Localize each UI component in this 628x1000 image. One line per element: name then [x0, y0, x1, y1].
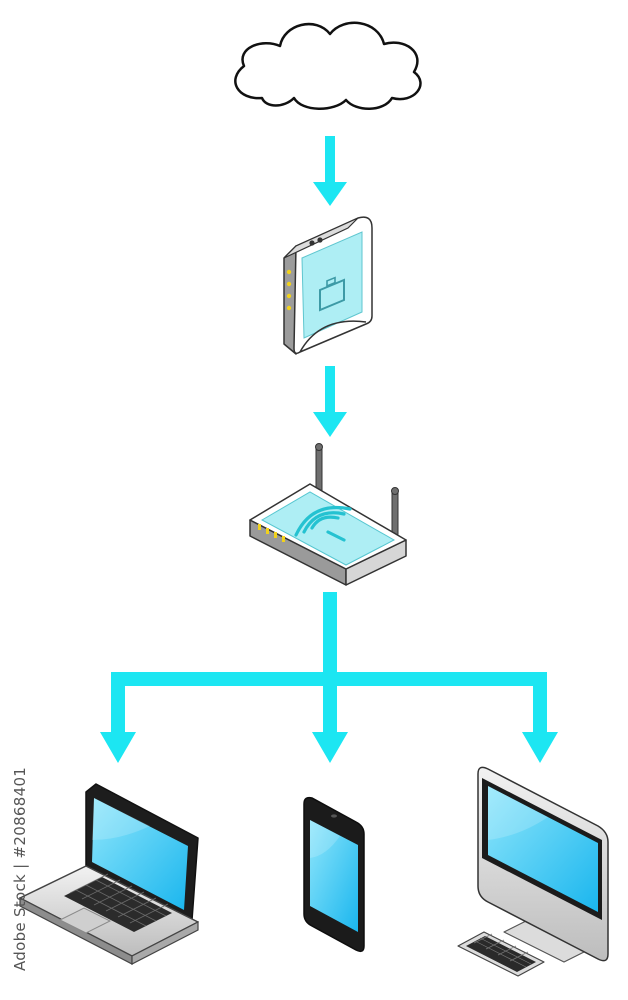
modem-to-router-line [325, 366, 335, 414]
cloud-to-modem-line [325, 136, 335, 184]
tablet-icon [304, 798, 364, 952]
stock-watermark-id: Adobe Stock | #20868401 [11, 811, 33, 971]
laptop-branch-line [111, 672, 125, 736]
desktop-monitor-icon [458, 767, 608, 976]
cloud-to-modem-arrowhead [313, 182, 347, 206]
modem-icon [284, 217, 372, 354]
distribution-bus [111, 672, 547, 686]
desktop-arrowhead [522, 732, 558, 763]
cloud-icon [235, 23, 420, 109]
desktop-branch-line [533, 672, 547, 736]
laptop-arrowhead [100, 732, 136, 763]
router-trunk-line [323, 592, 337, 738]
laptop-icon [20, 784, 198, 964]
tablet-arrowhead [312, 732, 348, 763]
flow-connectors [100, 136, 558, 763]
wifi-router-icon [250, 444, 406, 586]
modem-to-router-arrowhead [313, 412, 347, 437]
